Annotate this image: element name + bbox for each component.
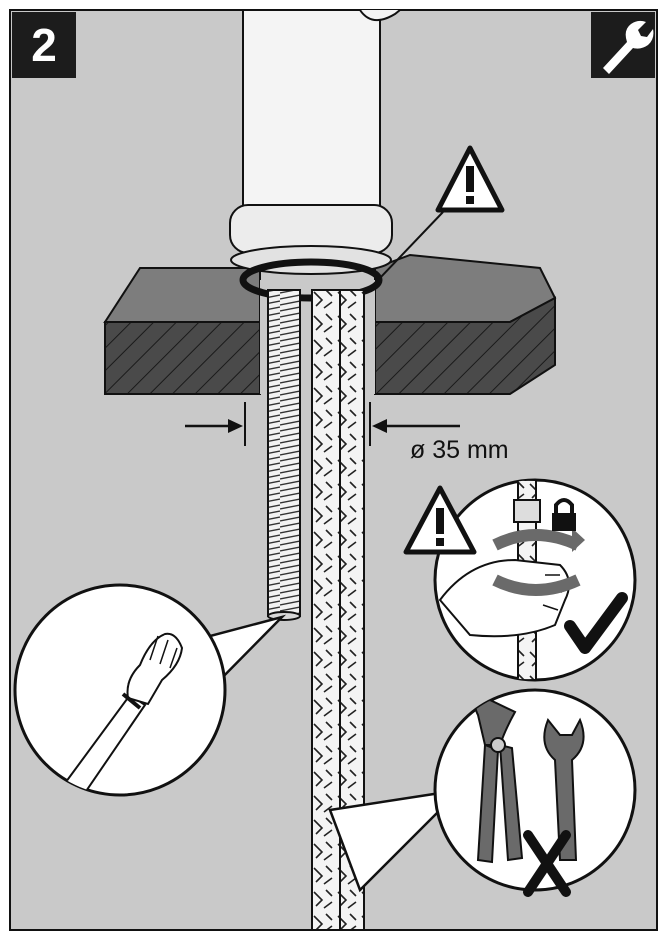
wrench-icon [603, 20, 654, 74]
step-number-badge: 2 [12, 12, 76, 78]
diameter-label: ø 35 mm [410, 436, 509, 464]
tool-badge [591, 12, 655, 78]
warning-icon-secondary [403, 485, 477, 555]
warning-icon [379, 145, 505, 279]
wrench-open-icon [543, 717, 585, 861]
lock-icon [552, 498, 576, 531]
dimension-arrows [185, 402, 460, 446]
pliers-icon [474, 698, 524, 864]
grip-hose-callout [433, 478, 637, 682]
cross-icon [523, 830, 571, 897]
no-tools-callout [328, 688, 637, 897]
hand-tighten-callout [13, 583, 287, 797]
checkmark-icon [564, 592, 628, 654]
threaded-rod [267, 289, 301, 621]
faucet-body [229, 9, 401, 302]
